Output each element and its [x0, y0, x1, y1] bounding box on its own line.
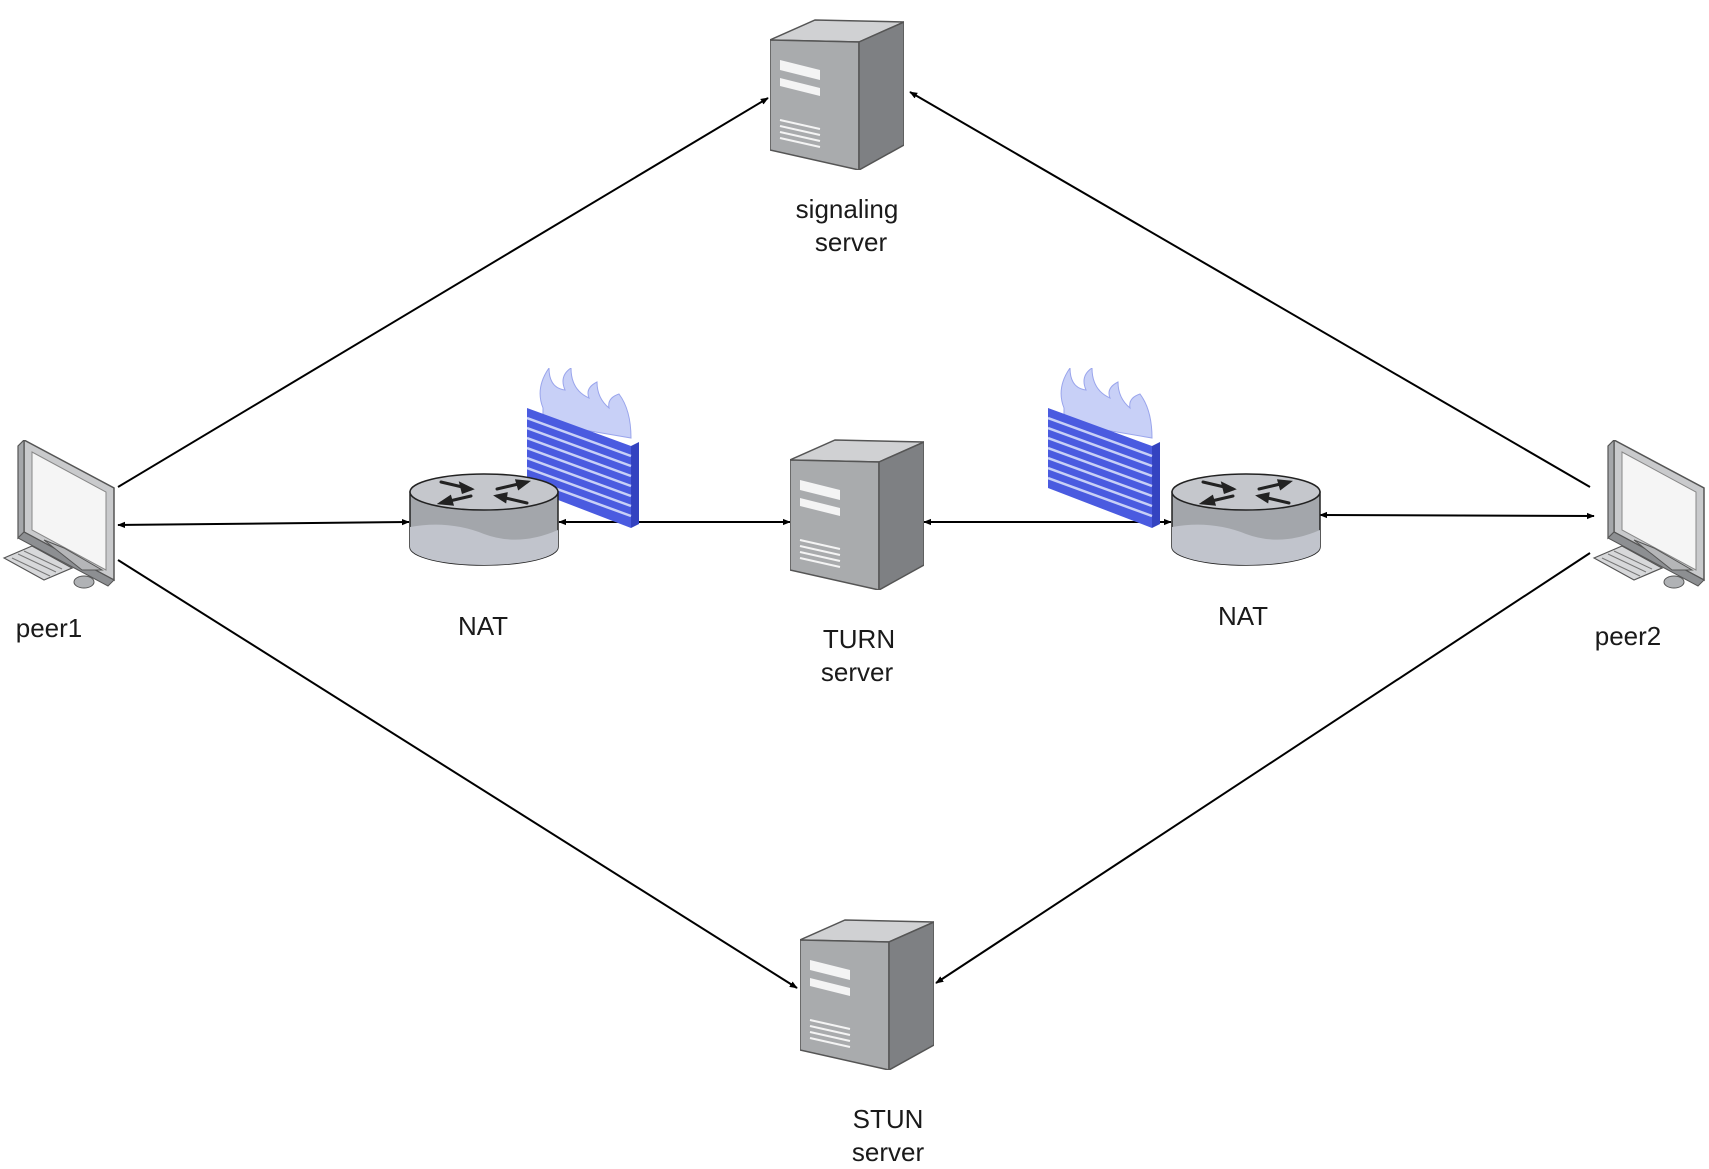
nat-left-label: NAT [458, 611, 508, 641]
edge-peer1-nat1 [117, 518, 410, 529]
nat-router-right: NAT [1171, 472, 1321, 631]
turn-server-label-line2: server [821, 657, 894, 687]
stun-server: STUN server [800, 919, 934, 1167]
edge-peer2-to-signaling [909, 91, 1591, 488]
stun-server-label-line1: STUN [853, 1104, 924, 1134]
server-icon [770, 19, 904, 170]
turn-server: TURN server [790, 439, 924, 687]
edge-nat2-peer2 [1319, 511, 1595, 520]
firewall-icon [1048, 368, 1160, 528]
edge-peer2-to-stun [935, 552, 1591, 984]
computer-icon [1593, 440, 1705, 589]
stun-server-label-line2: server [852, 1137, 925, 1167]
router-icon [1171, 472, 1321, 567]
signaling-server-label-line2: server [815, 227, 888, 257]
nat-right-label: NAT [1218, 601, 1268, 631]
computer-icon [3, 440, 115, 589]
router-icon [409, 472, 559, 567]
server-icon [790, 439, 924, 590]
signaling-server-label-line1: signaling [796, 194, 899, 224]
edge-peer1-to-signaling [117, 97, 769, 488]
signaling-server: signaling server [770, 19, 904, 257]
peer1-label: peer1 [16, 613, 83, 643]
peer2-computer: peer2 [1593, 440, 1705, 651]
turn-server-label-line1: TURN [823, 624, 895, 654]
peer2-label: peer2 [1595, 621, 1662, 651]
nat-router-left: NAT [409, 472, 559, 641]
edge-peer1-to-stun [117, 559, 798, 989]
server-icon [800, 919, 934, 1070]
peer1-computer: peer1 [3, 440, 115, 643]
connections [117, 91, 1595, 989]
